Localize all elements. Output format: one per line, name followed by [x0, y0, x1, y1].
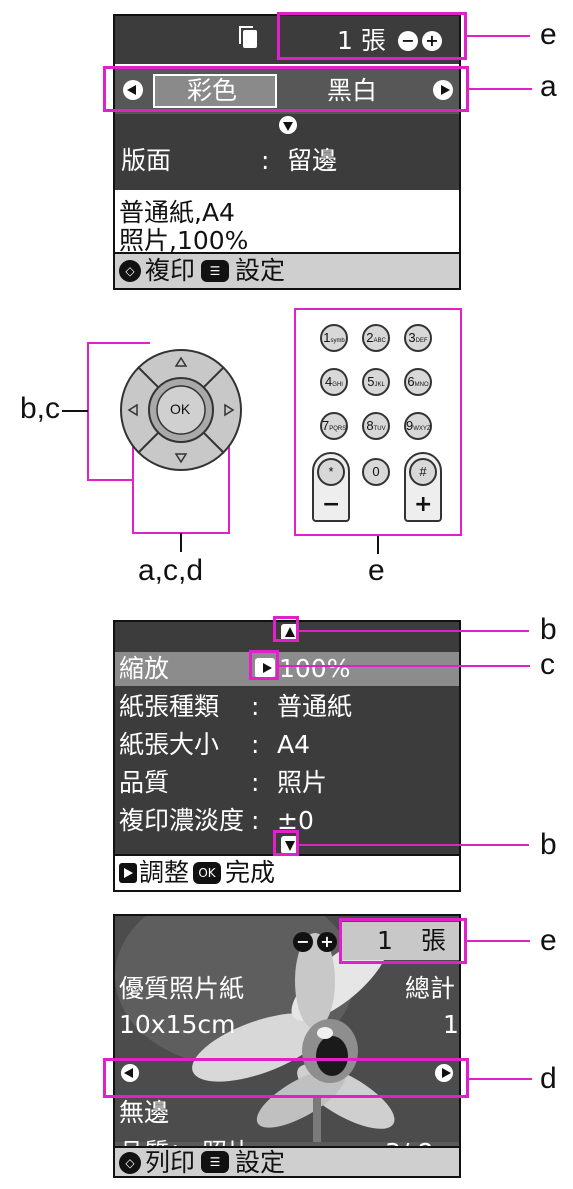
key-star[interactable]: *: [317, 458, 345, 486]
ok-icon: OK: [193, 862, 221, 884]
callout-e1: e: [540, 18, 557, 51]
callout-e2: e: [368, 554, 385, 587]
callout-e3: e: [540, 924, 557, 957]
plus-key[interactable]: +: [414, 492, 433, 517]
paper-type: 優質照片紙: [119, 974, 245, 1003]
key-3[interactable]: 3DEF: [404, 324, 432, 352]
print-count-unit: 張: [421, 926, 447, 955]
footer-adjust: 調整: [139, 858, 190, 887]
start-icon: ◇: [119, 260, 141, 282]
lcd-footer: ◇ 列印 ☰ 設定: [115, 1146, 459, 1177]
copy-count: 1 張: [337, 26, 386, 55]
callout-a: a: [540, 70, 557, 103]
footer-done: 完成: [225, 858, 276, 887]
callout-acd: a,c,d: [138, 554, 204, 587]
minus-key[interactable]: −: [322, 492, 341, 517]
row-value-density: ±0: [277, 806, 314, 835]
copy-lcd-panel: 1 張 − + 彩色 黑白 版面 : 留邊 普通紙,A4 照片,100% ◇ 複…: [113, 14, 461, 290]
row-label-paper-type[interactable]: 紙張種類: [119, 692, 220, 721]
callout-bc: b,c: [20, 392, 61, 425]
down-arrow-icon[interactable]: [174, 453, 188, 464]
menu-icon: ☰: [201, 260, 229, 282]
key-1[interactable]: 1symb: [320, 324, 348, 352]
callout-box-nav: [103, 1058, 469, 1098]
key-6[interactable]: 6MNO: [404, 368, 432, 396]
minus-icon: −: [398, 31, 418, 51]
copy-icon: [243, 30, 257, 48]
row-label-paper-size[interactable]: 紙張大小: [119, 730, 220, 759]
footer-setting: 設定: [235, 256, 286, 285]
key-2[interactable]: 2ABC: [362, 324, 390, 352]
row-label-density[interactable]: 複印濃淡度: [119, 806, 245, 835]
lcd-footer: ◇ 複印 ☰ 設定: [115, 252, 459, 288]
callout-box-right: [249, 650, 279, 680]
paper-size: 10x15cm: [119, 1010, 236, 1039]
callout-b1: b: [540, 613, 557, 646]
dpad-diagram: [62, 342, 242, 552]
callout-d: d: [540, 1062, 557, 1095]
keypad: 1symb 2ABC 3DEF 4GHI 5JKL 6MNO 7PQRS 8TU…: [294, 308, 462, 536]
row-value-quality: 照片: [277, 768, 328, 797]
color-tab-selected[interactable]: [153, 74, 277, 108]
callout-c: c: [540, 648, 555, 681]
start-icon: ◇: [119, 1152, 141, 1174]
settings-lcd-panel: 縮放 100% 紙張種類 : 普通紙 紙張大小 : A4 品質 : 照片 複印濃…: [113, 620, 461, 892]
key-9[interactable]: 9WXYZ: [404, 412, 432, 440]
up-arrow-icon[interactable]: [174, 356, 188, 367]
layout-label: 版面: [121, 146, 172, 175]
total-label: 總計: [405, 974, 456, 1003]
keypad-box: [294, 308, 462, 536]
print-count: 1: [377, 926, 393, 955]
row-colon: :: [251, 692, 260, 721]
key-8[interactable]: 8TUV: [362, 412, 390, 440]
row-value-paper-size: A4: [277, 730, 311, 759]
callout-box-down: [273, 830, 299, 856]
photo-line: 照片,100%: [119, 226, 249, 255]
border-mode: 無邊: [119, 1098, 170, 1127]
key-hash[interactable]: #: [409, 458, 437, 486]
row-value-zoom: 100%: [279, 654, 351, 683]
key-5[interactable]: 5JKL: [362, 368, 390, 396]
ok-label: OK: [170, 401, 191, 417]
row-colon: :: [251, 768, 260, 797]
row-label-quality[interactable]: 品質: [119, 768, 170, 797]
row-value-paper-type: 普通紙: [277, 692, 353, 721]
footer-print: 列印: [145, 1148, 196, 1177]
row-colon: :: [251, 730, 260, 759]
key-0[interactable]: 0: [362, 458, 390, 486]
left-arrow-icon[interactable]: [127, 403, 138, 417]
callout-box-count: [277, 12, 467, 60]
footer-setting: 設定: [235, 1148, 286, 1177]
count-box: [341, 922, 459, 960]
footer-copy: 複印: [145, 256, 196, 285]
callout-box-tabs: [103, 66, 469, 112]
layout-colon: :: [261, 146, 270, 175]
paper-line: 普通紙,A4: [119, 198, 235, 227]
right-arrow-icon[interactable]: [224, 403, 235, 417]
ok-button[interactable]: [156, 385, 206, 435]
plus-icon: +: [317, 932, 337, 952]
layout-value: 留邊: [287, 146, 338, 175]
lcd-footer: 調整 OK 完成: [115, 854, 459, 890]
callout-box-count: [339, 918, 467, 964]
bw-tab[interactable]: 黑白: [327, 76, 378, 105]
color-tab: 彩色: [187, 76, 238, 105]
key-7[interactable]: 7PQRS: [320, 412, 348, 440]
callout-box-up: [273, 616, 299, 642]
key-4[interactable]: 4GHI: [320, 368, 348, 396]
minus-icon: −: [293, 932, 313, 952]
total-value: 1: [443, 1010, 459, 1039]
zoom-row-highlight[interactable]: [115, 652, 459, 686]
row-label-zoom: 縮放: [119, 654, 170, 683]
callout-b2: b: [540, 828, 557, 861]
photo-print-lcd-panel: − + 1 張 優質照片紙 總計 10x15cm 1 無邊 品質： 照片 3/ …: [113, 914, 461, 1178]
menu-icon: ☰: [201, 1151, 229, 1173]
plus-icon: +: [422, 31, 442, 51]
row-colon: :: [251, 806, 260, 835]
